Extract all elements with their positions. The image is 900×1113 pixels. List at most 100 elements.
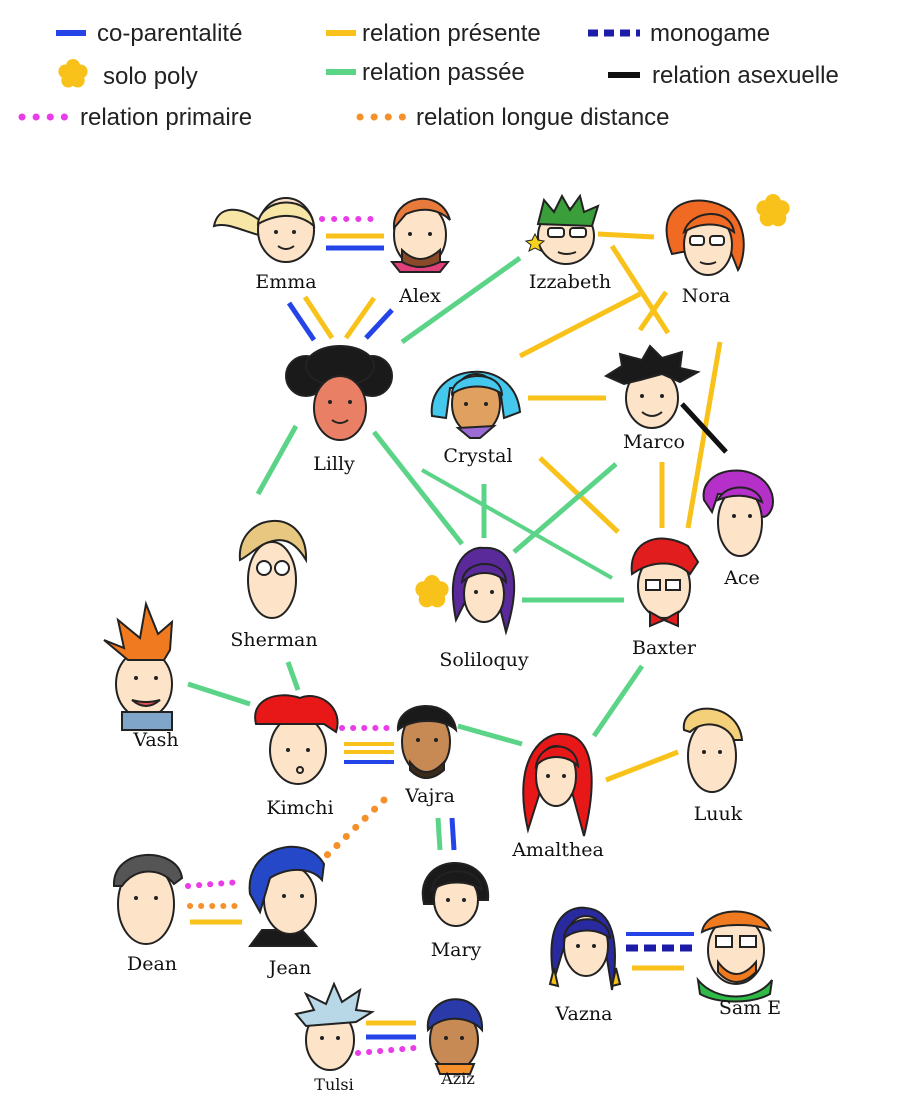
marco-face-icon: [606, 346, 698, 428]
edge-dean-jean-primary: [188, 882, 240, 886]
label-nora: Nora: [682, 285, 730, 307]
person-same: Sam E: [698, 911, 781, 1019]
person-alex: Alex: [392, 199, 450, 307]
edge-lilly-baxter-past: [422, 470, 612, 578]
person-ace: Ace: [704, 470, 773, 589]
people: Emma Alex Izzabeth: [104, 194, 790, 1094]
edge-vajra-mary-coparent: [452, 818, 454, 850]
person-izzabeth: Izzabeth: [526, 196, 611, 293]
label-vash: Vash: [132, 729, 178, 751]
aziz-face-icon: [428, 999, 482, 1074]
label-vajra: Vajra: [404, 785, 455, 807]
person-vash: Vash: [104, 604, 179, 751]
legend-label-primary: relation primaire: [80, 104, 252, 131]
person-crystal: Crystal: [432, 372, 520, 467]
label-kimchi: Kimchi: [266, 797, 333, 819]
legend-item-coparent: co-parentalité: [56, 20, 242, 47]
soliloquy-solo-poly-flower-icon: [415, 575, 448, 607]
tulsi-face-icon: [296, 984, 372, 1070]
label-sherman: Sherman: [230, 629, 317, 651]
person-soliloquy: Soliloquy: [415, 548, 528, 671]
legend-item-longdistance: relation longue distance: [360, 104, 670, 131]
label-same: Sam E: [719, 997, 781, 1019]
label-amalthea: Amalthea: [511, 839, 604, 861]
soliloquy-face-icon: [453, 548, 514, 632]
edge-alex-lilly-coparent: [366, 310, 392, 338]
luuk-face-icon: [684, 709, 742, 792]
edge-marco-soliloquy-past: [514, 464, 616, 552]
nora-face-icon: [667, 200, 744, 275]
person-jean: Jean: [250, 847, 324, 979]
vazna-face-icon: [550, 908, 620, 990]
legend-label-past: relation passée: [362, 59, 525, 86]
label-luuk: Luuk: [694, 803, 743, 825]
edge-amalthea-baxter-past: [594, 666, 642, 736]
alex-face-icon: [392, 199, 450, 272]
legend-item-asexual: relation asexuelle: [608, 62, 839, 89]
vash-face-icon: [104, 604, 172, 730]
lilly-face-icon: [286, 346, 392, 440]
label-marco: Marco: [623, 431, 685, 453]
person-emma: Emma: [214, 198, 317, 293]
label-tulsi: Tulsi: [314, 1075, 353, 1094]
person-amalthea: Amalthea: [511, 734, 604, 861]
edge-tulsi-aziz-primary: [358, 1048, 414, 1053]
legend-item-monogame: monogame: [588, 20, 770, 47]
mary-face-icon: [423, 863, 488, 926]
label-jean: Jean: [267, 957, 311, 979]
person-vazna: Vazna: [550, 908, 620, 1025]
solo-poly-flower-icon: [58, 59, 87, 88]
sherman-face-icon: [240, 521, 306, 618]
legend: co-parentalité relation présente monogam…: [22, 20, 839, 131]
emma-face-icon: [214, 198, 314, 262]
person-dean: Dean: [114, 855, 182, 975]
person-baxter: Baxter: [632, 539, 698, 659]
vajra-face-icon: [398, 706, 456, 778]
edge-vajra-mary-past: [438, 818, 440, 850]
edge-nora-crystal-present: [520, 294, 640, 356]
person-tulsi: Tulsi: [296, 984, 372, 1094]
label-dean: Dean: [127, 953, 177, 975]
label-vazna: Vazna: [555, 1003, 613, 1025]
person-aziz: Aziz: [428, 999, 482, 1088]
legend-label-present: relation présente: [362, 20, 541, 47]
legend-label-longdistance: relation longue distance: [416, 104, 670, 131]
person-lilly: Lilly: [286, 346, 392, 475]
edge-vash-kimchi-past: [188, 684, 250, 704]
edge-izzabeth-nora-present: [598, 234, 654, 237]
legend-item-present: relation présente: [326, 20, 541, 47]
kimchi-face-icon: [255, 695, 337, 784]
amalthea-face-icon: [523, 734, 591, 836]
jean-face-icon: [250, 847, 324, 946]
edge-amalthea-luuk-present: [606, 752, 678, 780]
crystal-face-icon: [432, 372, 520, 438]
same-face-icon: [698, 911, 772, 1001]
label-soliloquy: Soliloquy: [439, 649, 529, 671]
person-luuk: Luuk: [684, 709, 743, 825]
legend-label-monogame: monogame: [650, 20, 770, 47]
nora-solo-poly-flower-icon: [756, 194, 789, 226]
person-nora: Nora: [667, 194, 790, 307]
label-lilly: Lilly: [313, 453, 355, 475]
label-emma: Emma: [255, 271, 316, 293]
edge-vajra-amalthea-past: [458, 726, 522, 744]
legend-item-solo: solo poly: [58, 59, 197, 90]
label-crystal: Crystal: [443, 445, 512, 467]
person-vajra: Vajra: [398, 706, 456, 807]
ace-face-icon: [704, 470, 773, 556]
edge-izzabeth-marco-present: [612, 246, 668, 333]
person-marco: Marco: [606, 346, 698, 453]
edge-sherman-kimchi-past: [288, 662, 298, 690]
label-aziz: Aziz: [440, 1069, 475, 1088]
legend-label-solo: solo poly: [103, 63, 198, 90]
izzabeth-face-icon: [526, 196, 598, 264]
legend-label-coparent: co-parentalité: [97, 20, 242, 47]
label-mary: Mary: [431, 939, 482, 961]
label-ace: Ace: [723, 567, 760, 589]
label-baxter: Baxter: [632, 637, 697, 659]
legend-label-asexual: relation asexuelle: [652, 62, 839, 89]
person-mary: Mary: [423, 863, 488, 961]
dean-face-icon: [114, 855, 182, 944]
edge-lilly-sherman-past: [258, 426, 296, 494]
